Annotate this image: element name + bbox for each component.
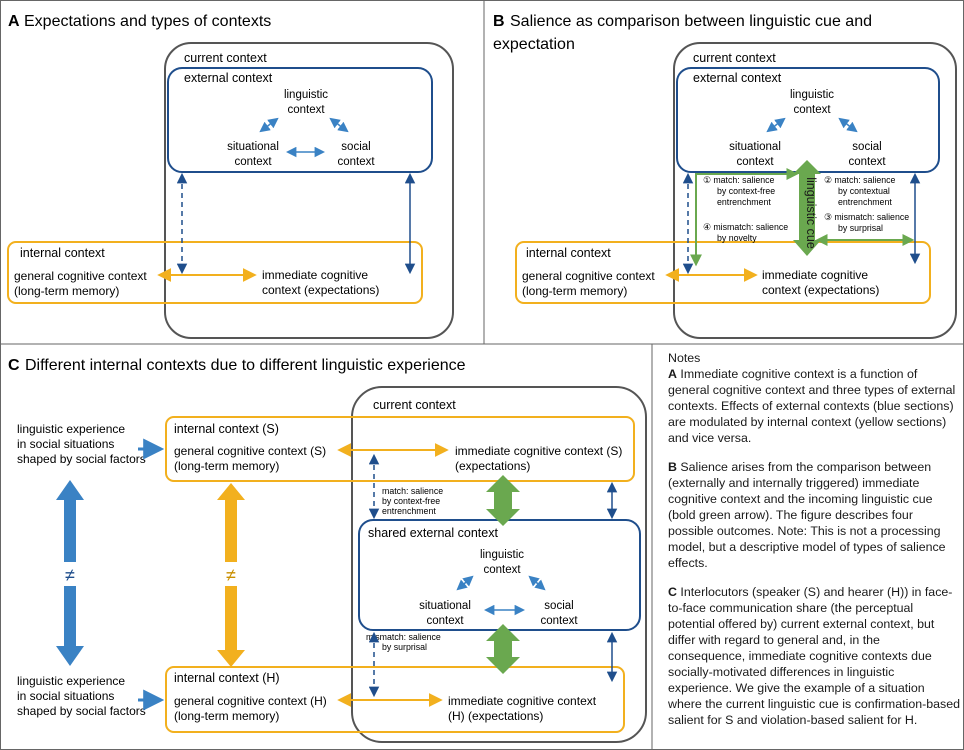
note-b-letter: B — [668, 460, 677, 474]
current-context-box — [351, 386, 647, 743]
internal-context-H-box — [165, 666, 625, 733]
immediate-cognitive-context-H-label: immediate cognitive context(H) (expectat… — [448, 694, 597, 723]
internal-context-H-label: internal context (H) — [174, 671, 280, 685]
arrow-linguistic-social — [838, 117, 858, 133]
arrow-linguistic-situational — [456, 575, 474, 591]
neq-background — [60, 562, 80, 586]
current-context-box — [673, 42, 957, 339]
general-cognitive-context-label: general cognitive context(long-term memo… — [522, 269, 655, 298]
current-context-label: current context — [693, 51, 776, 65]
note-b: B Salience arises from the comparison be… — [668, 459, 960, 571]
panel-c-letter: C — [8, 357, 20, 374]
note-a-text: Immediate cognitive context is a functio… — [668, 367, 956, 445]
outcome-arrow-external-general — [690, 168, 799, 267]
note-c-letter: C — [668, 585, 677, 599]
general-cognitive-context-S-label: general cognitive context (S)(long-term … — [174, 444, 326, 473]
panel-b-letter: B — [493, 13, 505, 30]
cue-arrow-H — [486, 624, 520, 674]
note-a-letter: A — [668, 367, 677, 381]
internal-context-label: internal context — [526, 246, 611, 260]
panel-c: C Different internal contexts due to dif… — [8, 357, 647, 743]
panel-b-title-line1: Salience as comparison between linguisti… — [510, 13, 872, 30]
panel-a-title: Expectations and types of contexts — [24, 13, 271, 30]
cue-arrow-S — [486, 475, 520, 526]
internal-context-S-label: internal context (S) — [174, 422, 279, 436]
external-context-label: external context — [184, 71, 273, 85]
internal-context-S-box — [165, 416, 635, 482]
internal-context-label: internal context — [20, 246, 105, 260]
note-c: C Interlocutors (speaker (S) and hearer … — [668, 584, 960, 728]
arrow-linguistic-social — [528, 575, 546, 591]
current-context-label: current context — [184, 51, 267, 65]
external-context-label: external context — [693, 71, 782, 85]
current-context-label: current context — [373, 398, 456, 412]
notes-panel: Notes A Immediate cognitive context is a… — [668, 350, 960, 741]
note-c-text: Interlocutors (speaker (S) and hearer (H… — [668, 585, 961, 727]
general-cognitive-context-label: general cognitive context(long-term memo… — [14, 269, 147, 298]
external-context-box — [167, 67, 433, 173]
panel-a: A Expectations and types of contexts cur… — [7, 13, 454, 339]
neq-symbol-blue: ≠ — [65, 565, 75, 585]
immediate-cognitive-context-S-label: immediate cognitive context (S)(expectat… — [455, 444, 622, 473]
panel-c-title: Different internal contexts due to diffe… — [25, 357, 466, 374]
notes-heading: Notes — [668, 351, 701, 365]
panel-a-letter: A — [8, 13, 20, 30]
arrow-linguistic-situational — [259, 117, 279, 133]
arrow-linguistic-social — [329, 117, 349, 133]
note-a: A Immediate cognitive context is a funct… — [668, 366, 960, 446]
neq-background — [221, 562, 241, 586]
panel-b-title-line2: expectation — [493, 36, 575, 53]
neq-symbol-yellow: ≠ — [226, 565, 236, 585]
linguistic-cue-arrow — [793, 160, 821, 256]
general-cognitive-context-H-label: general cognitive context (H)(long-term … — [174, 694, 327, 723]
panel-b: B Salience as comparison between linguis… — [493, 13, 957, 339]
shared-external-context-label: shared external context — [368, 526, 498, 540]
current-context-box — [164, 42, 454, 339]
linguistic-cue-label: linguistic cue — [804, 177, 818, 249]
internal-context-box — [7, 241, 423, 304]
note-b-text: Salience arises from the comparison betw… — [668, 460, 946, 570]
arrow-linguistic-situational — [766, 117, 786, 133]
